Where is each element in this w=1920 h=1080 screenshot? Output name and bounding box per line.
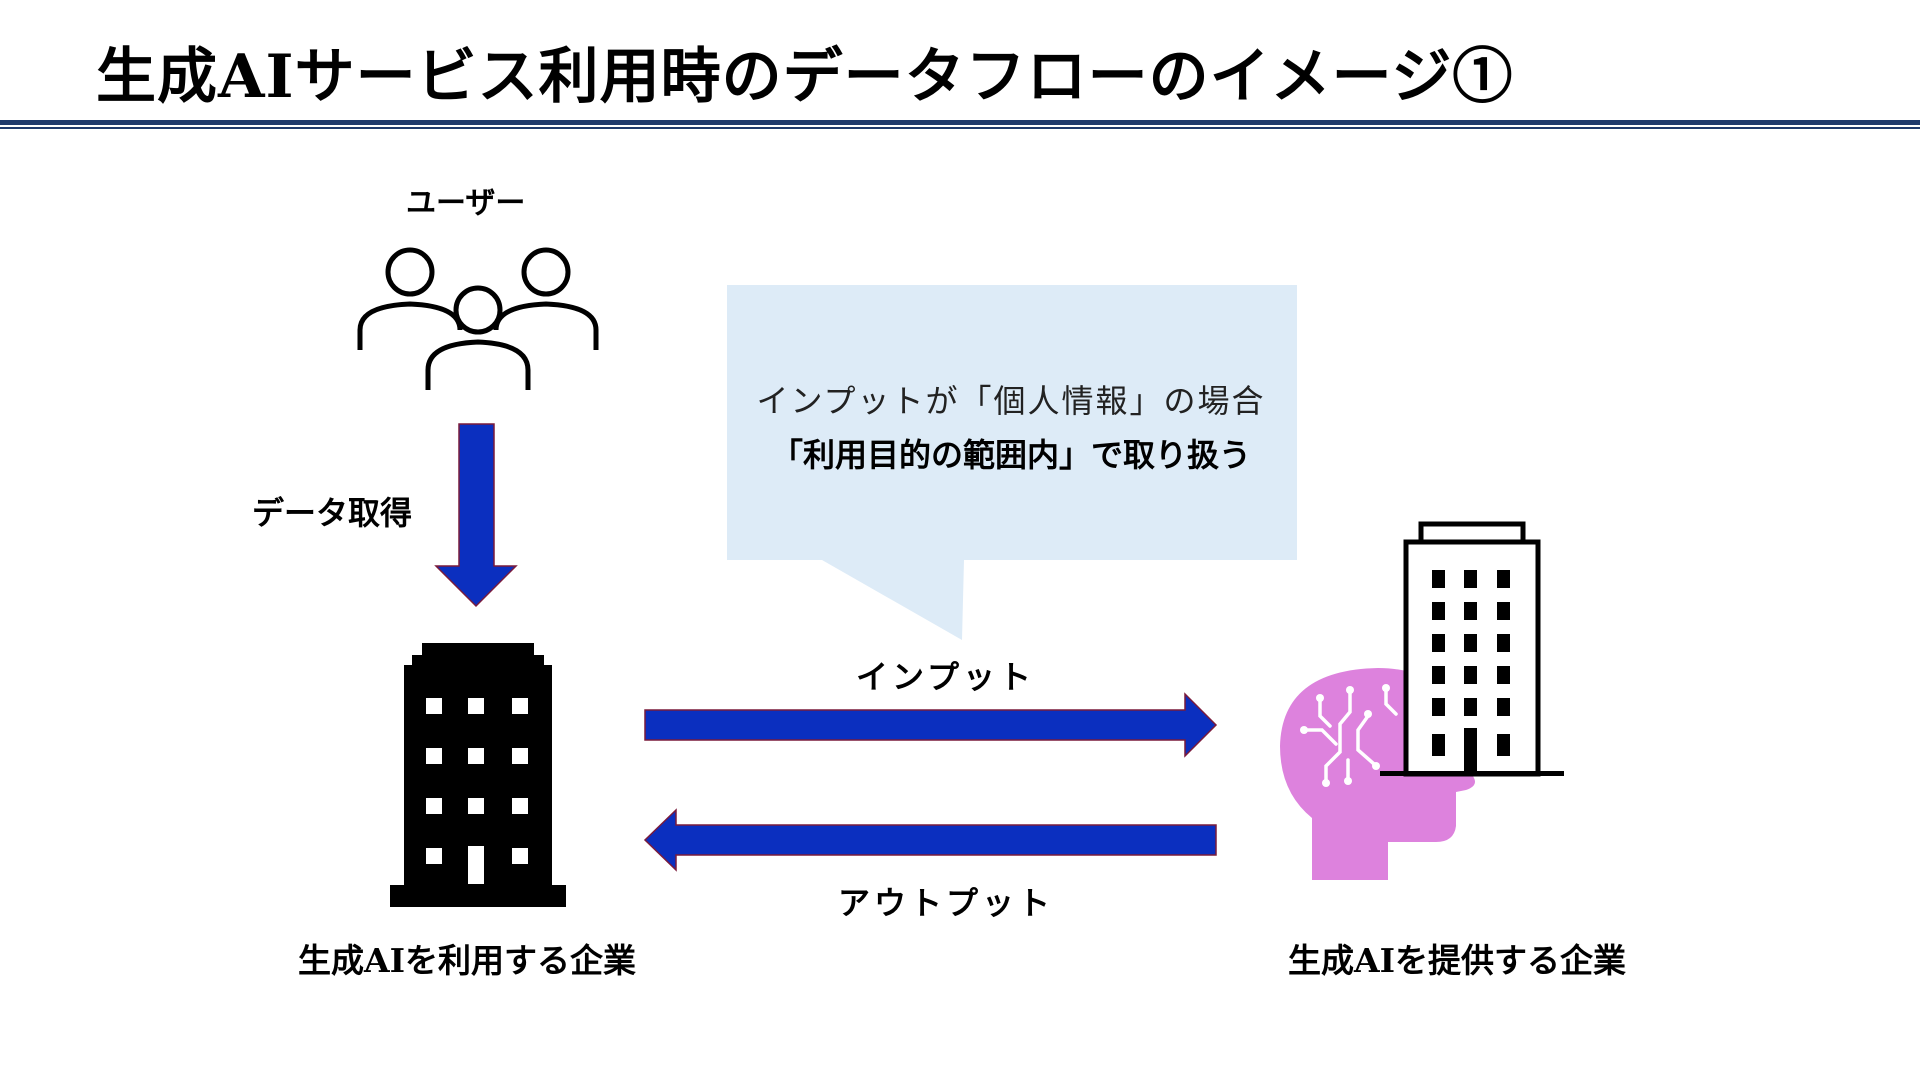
using-company-label: 生成AIを利用する企業 bbox=[298, 941, 637, 980]
callout-text: インプットが「個人情報」の場合 「利用目的の範囲内」で取り扱う bbox=[726, 376, 1296, 476]
callout-line-1: インプットが「個人情報」の場合 bbox=[756, 382, 1266, 420]
users-group-icon bbox=[357, 247, 599, 390]
user-label: ユーザー bbox=[406, 186, 526, 221]
output-arrow bbox=[643, 808, 1217, 872]
input-label: インプット bbox=[856, 658, 1036, 696]
title-rule-thin bbox=[0, 127, 1920, 129]
input-arrow bbox=[644, 692, 1218, 758]
data-acquisition-label: データ取得 bbox=[252, 494, 413, 532]
title-rule bbox=[0, 120, 1920, 125]
page-title: 生成AIサービス利用時のデータフローのイメージ① bbox=[96, 42, 1514, 112]
building-outline-icon bbox=[1380, 521, 1564, 777]
callout-bubble bbox=[727, 285, 1297, 640]
office-building-icon bbox=[390, 643, 566, 907]
callout-line-2: 「利用目的の範囲内」で取り扱う bbox=[770, 436, 1251, 474]
output-label: アウトプット bbox=[838, 884, 1055, 922]
data-acquisition-arrow bbox=[434, 423, 518, 608]
providing-company-label: 生成AIを提供する企業 bbox=[1288, 941, 1627, 980]
